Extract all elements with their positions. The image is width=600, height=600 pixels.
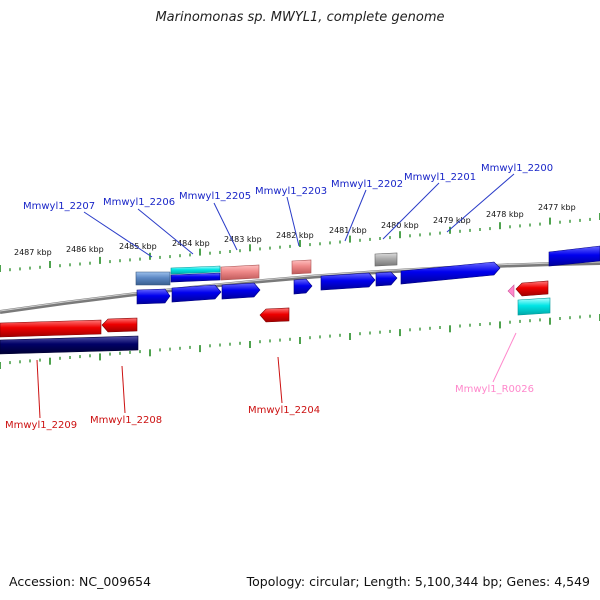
label-leaders <box>36 173 517 419</box>
feature-pseudogene-2207[interactable] <box>135 271 171 286</box>
gene-label[interactable]: Mmwyl1_R0026 <box>455 384 534 395</box>
feature-cds-2207[interactable] <box>136 288 171 305</box>
feature-cds-2198[interactable] <box>515 280 549 297</box>
feature-cds-2205[interactable] <box>221 282 261 300</box>
scale-label: 2487 kbp <box>14 248 52 257</box>
scale-label: 2482 kbp <box>276 231 314 240</box>
gene-label[interactable]: Mmwyl1_2208 <box>90 415 162 426</box>
feature-cds-2208[interactable] <box>101 317 138 333</box>
feature-cds-2204[interactable] <box>259 307 290 323</box>
gene-label[interactable]: Mmwyl1_2205 <box>179 191 251 202</box>
scale-label: 2484 kbp <box>172 239 210 248</box>
feature-cds-2203[interactable] <box>293 278 313 295</box>
feature-cds-2201[interactable] <box>375 271 398 287</box>
accession-info: Accession: NC_009654 <box>9 574 152 589</box>
feature-cds-2209[interactable] <box>0 319 102 338</box>
feature-cds-2202[interactable] <box>320 272 376 291</box>
feature-cds-2200[interactable] <box>400 261 501 285</box>
feature-cds-2206-outer[interactable] <box>170 272 221 283</box>
map-title: Marinomonas sp. MWYL1, complete genome <box>155 10 445 25</box>
feature-trna-2197[interactable] <box>517 297 551 316</box>
scale-label: 2485 kbp <box>119 242 157 251</box>
feature-cds-2206[interactable] <box>171 284 222 303</box>
gene-label[interactable]: Mmwyl1_2206 <box>103 197 175 208</box>
genome-summary: Topology: circular; Length: 5,100,344 bp… <box>246 574 590 589</box>
scale-label: 2479 kbp <box>433 216 471 225</box>
feature-other-2201[interactable] <box>374 252 398 267</box>
feature-cds-2209-outer[interactable] <box>0 335 139 355</box>
scale-label: 2478 kbp <box>486 210 524 219</box>
gene-label[interactable]: Mmwyl1_2201 <box>404 172 476 183</box>
feature-rna-R0026[interactable] <box>507 284 515 298</box>
gene-label[interactable]: Mmwyl1_2207 <box>23 201 95 212</box>
scale-ruler-bottom <box>0 314 600 369</box>
feature-cds-2199[interactable] <box>548 245 600 267</box>
genome-backbone <box>0 261 600 314</box>
scale-label: 2477 kbp <box>538 203 576 212</box>
genome-backbone-highlight <box>0 261 600 312</box>
gene-label[interactable]: Mmwyl1_2204 <box>248 405 320 416</box>
feature-pseudogene-2205[interactable] <box>220 264 260 281</box>
gene-label[interactable]: Mmwyl1_2209 <box>5 420 77 431</box>
feature-trna-2206[interactable] <box>170 265 221 275</box>
scale-label: 2483 kbp <box>224 235 262 244</box>
gene-label[interactable]: Mmwyl1_2203 <box>255 186 327 197</box>
scale-label: 2480 kbp <box>381 221 419 230</box>
feature-pseudogene-2203[interactable] <box>291 259 312 275</box>
scale-label: 2486 kbp <box>66 245 104 254</box>
gene-label[interactable]: Mmwyl1_2200 <box>481 163 553 174</box>
gene-label[interactable]: Mmwyl1_2202 <box>331 179 403 190</box>
scale-ruler-top <box>0 213 600 272</box>
scale-label: 2481 kbp <box>329 226 367 235</box>
